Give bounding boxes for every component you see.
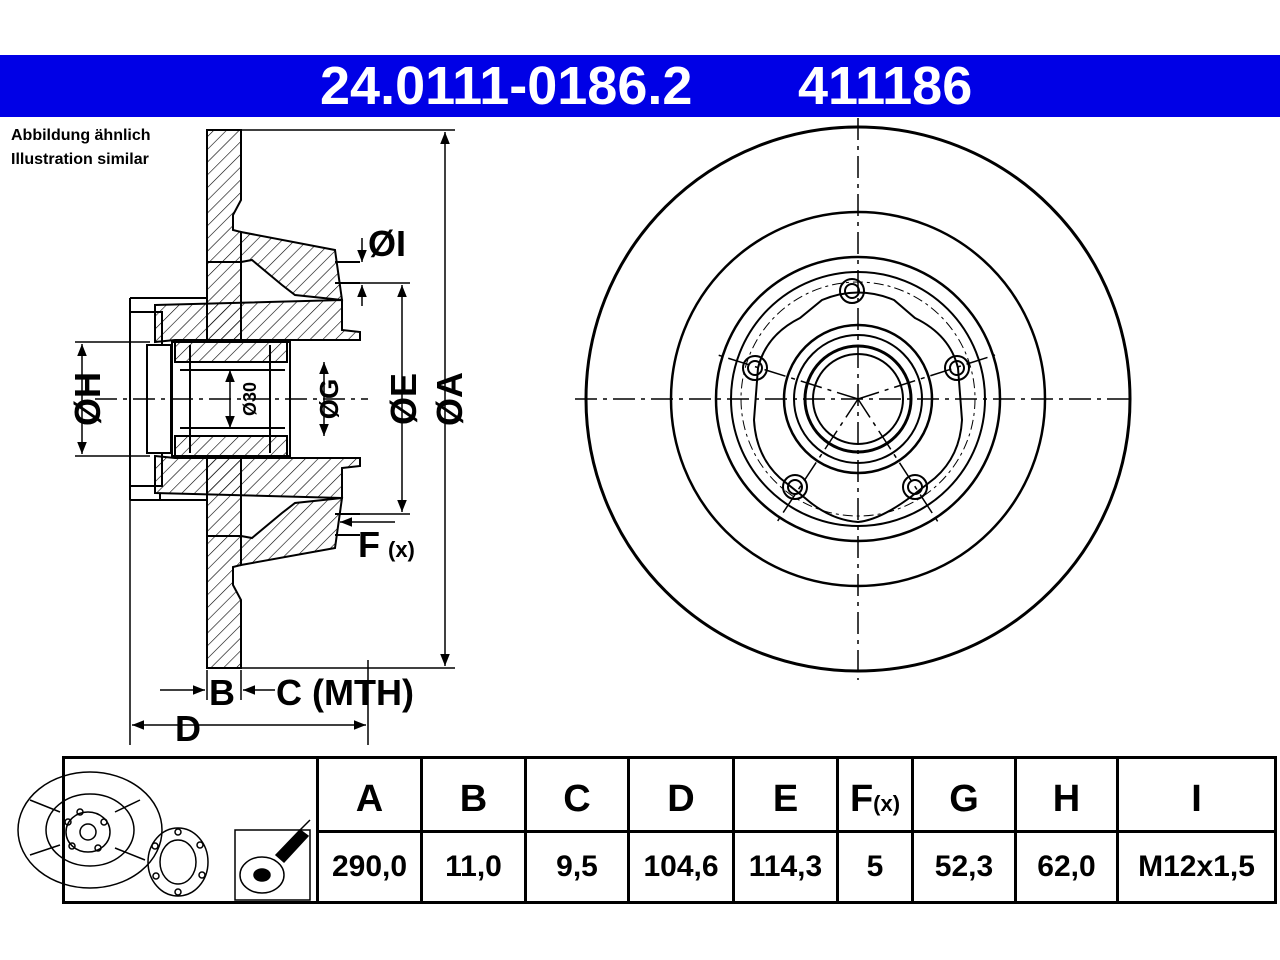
disc-thumbnail-icon	[17, 771, 163, 889]
label-d: D	[175, 708, 201, 749]
stud-hole-2	[944, 355, 970, 381]
dimension-lines	[75, 129, 455, 745]
col-head-f-key: F	[849, 778, 874, 820]
part-number: 24.0111-0186.2	[320, 56, 693, 116]
hub-body-bottom	[154, 454, 361, 500]
stud-holes	[742, 278, 970, 500]
col-val-e: 114,3	[748, 850, 823, 883]
note-de: Abbildung ähnlich	[11, 127, 151, 144]
stud-hole-4	[782, 474, 808, 500]
bearing-thumbnail-icon	[147, 827, 209, 897]
col-d: D 104,6	[627, 759, 732, 901]
label-dia-30: Ø30	[240, 382, 260, 416]
label-f-sub: (x)	[388, 537, 415, 562]
col-head-d: D	[630, 759, 732, 833]
col-head-b: B	[423, 759, 524, 833]
col-val-b: 11,0	[445, 850, 502, 883]
col-val-f: 5	[866, 850, 884, 883]
col-e: E 114,3	[732, 759, 836, 901]
col-i: I M12x1,5	[1116, 759, 1274, 901]
col-val-i: M12x1,5	[1138, 850, 1255, 883]
col-val-d: 104,6	[643, 850, 719, 883]
col-f: F(x) 5	[836, 759, 911, 901]
label-c-mth: C (MTH)	[276, 672, 414, 713]
col-a: A 290,0	[316, 759, 420, 901]
col-head-f-sub: (x)	[873, 791, 901, 816]
col-c: C 9,5	[524, 759, 627, 901]
col-val-a: 290,0	[331, 850, 408, 883]
col-b: B 11,0	[420, 759, 524, 901]
col-head-c: C	[527, 759, 627, 833]
col-val-h: 62,0	[1037, 850, 1096, 883]
hub-wall-top	[240, 230, 344, 302]
hub-flange-outline	[752, 291, 964, 524]
spec-table: A 290,0 B 11,0 C 9,5 D 104,6 E 114,3 F(x…	[62, 756, 1277, 904]
label-dia-g: ØG	[314, 379, 344, 419]
stud-hole-1	[839, 278, 865, 304]
col-head-h: H	[1017, 759, 1116, 833]
header-bar: 24.0111-0186.2 411186	[0, 55, 1280, 117]
col-head-e: E	[735, 759, 836, 833]
stud-hole-3	[902, 474, 928, 500]
label-dia-h: ØH	[67, 372, 108, 426]
hub-wall-bottom	[240, 496, 344, 567]
article-code: 411186	[798, 56, 973, 116]
col-val-g: 52,3	[934, 850, 994, 883]
col-head-f: F(x)	[839, 759, 911, 833]
col-val-c: 9,5	[556, 850, 598, 883]
stud-hole-5	[742, 355, 768, 381]
note-en: Illustration similar	[11, 151, 149, 168]
col-head-a: A	[319, 759, 420, 833]
col-head-g: G	[914, 759, 1014, 833]
hub-body-top	[154, 298, 361, 344]
spray-warning-icon	[234, 819, 311, 901]
col-head-i: I	[1119, 759, 1274, 833]
label-dia-e: ØE	[383, 373, 424, 425]
label-f: F	[358, 524, 380, 565]
label-b: B	[209, 672, 235, 713]
col-g: G 52,3	[911, 759, 1014, 901]
col-h: H 62,0	[1014, 759, 1116, 901]
illustration-note: Abbildung ähnlich Illustration similar	[11, 124, 151, 172]
label-dia-a: ØA	[429, 372, 470, 426]
label-dia-i: ØI	[368, 223, 406, 264]
